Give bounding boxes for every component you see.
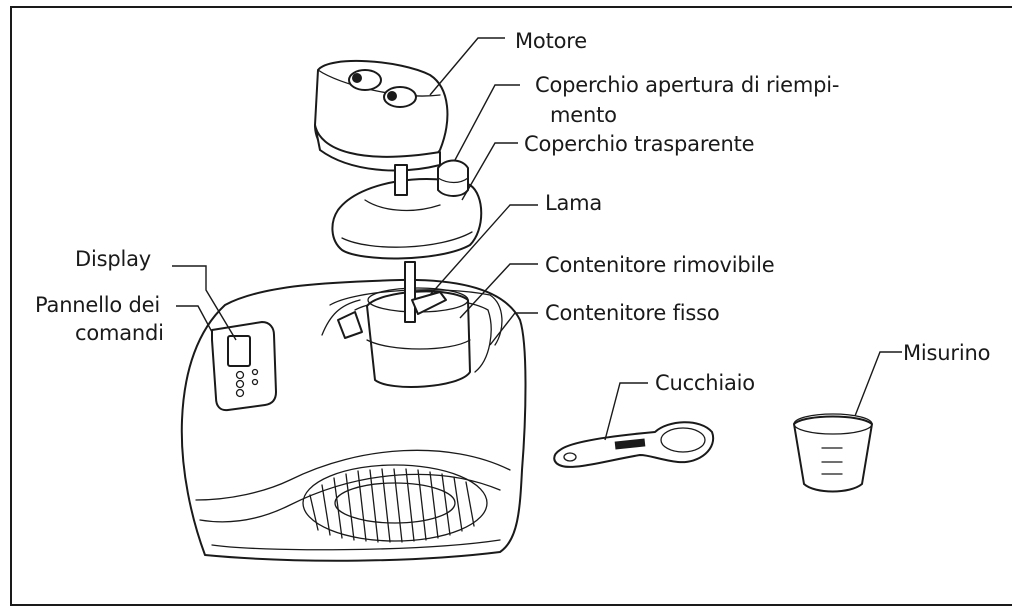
label-coperchio-apertura-line2: mento xyxy=(550,103,617,127)
label-coperchio-trasparente: Coperchio trasparente xyxy=(524,132,755,156)
label-pannello-line1: Pannello dei xyxy=(35,293,161,317)
label-motore: Motore xyxy=(515,29,587,53)
label-display: Display xyxy=(75,247,152,271)
filling-opening-cover xyxy=(437,159,469,197)
label-lama: Lama xyxy=(545,191,603,215)
display-screen xyxy=(227,335,251,367)
label-misurino: Misurino xyxy=(903,341,991,365)
spoon xyxy=(553,421,715,468)
leader-lines xyxy=(172,37,902,441)
label-contenitore-rimovibile: Contenitore rimovibile xyxy=(545,253,775,277)
label-coperchio-apertura-line1: Coperchio apertura di riempi- xyxy=(535,73,840,97)
motor xyxy=(314,59,449,196)
measuring-cup xyxy=(793,413,873,493)
label-contenitore-fisso: Contenitore fisso xyxy=(545,301,720,325)
label-cucchiaio: Cucchiaio xyxy=(655,371,755,395)
label-pannello-line2: comandi xyxy=(75,321,164,345)
removable-container xyxy=(366,287,471,388)
control-panel xyxy=(211,321,277,412)
